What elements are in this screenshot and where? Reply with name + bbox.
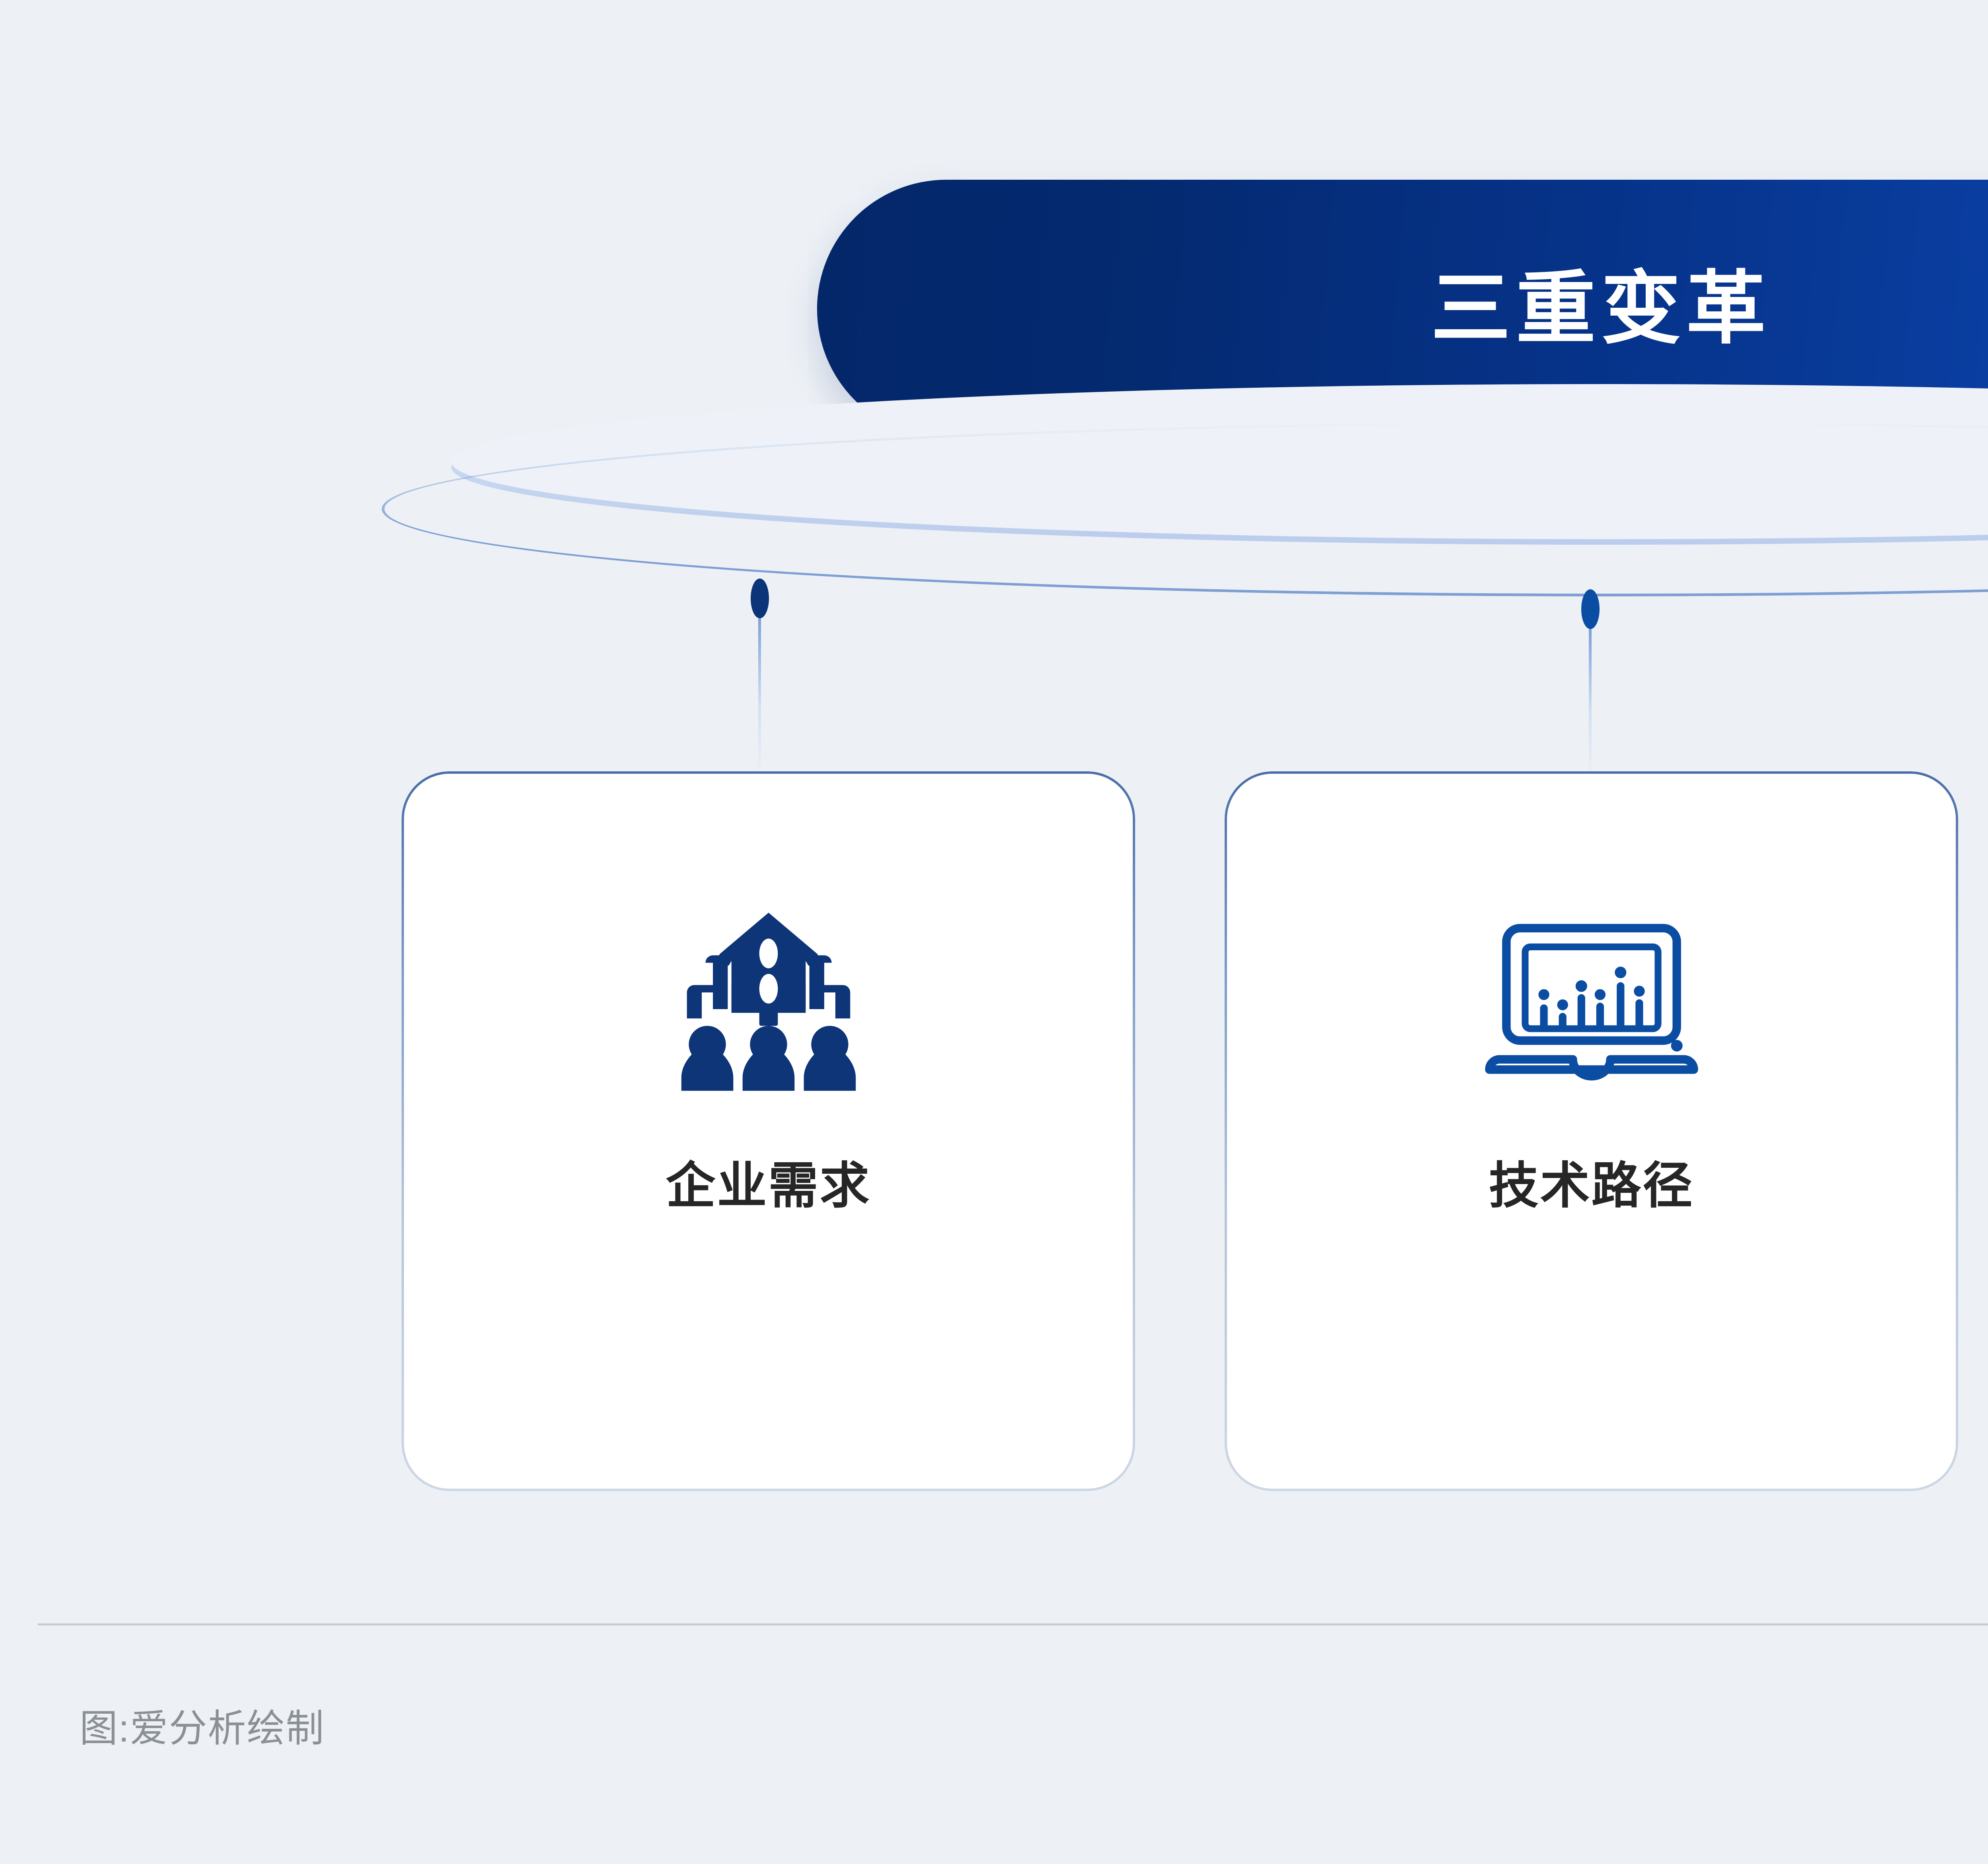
team-rocket-icon [629, 887, 908, 1109]
card-technology-path[interactable]: 技术路径 [1225, 771, 1958, 1491]
laptop-bar-chart-icon [1452, 887, 1731, 1109]
card-label: 技术路径 [1489, 1158, 1694, 1214]
connector-node-1 [751, 579, 769, 618]
connector-line-2 [1589, 629, 1592, 780]
connector-node-2 [1581, 589, 1600, 629]
card-label: 企业需求 [666, 1158, 871, 1214]
card-row: 企业需求 [0, 771, 1988, 1515]
footer-divider [38, 1623, 1988, 1625]
footer-source-note: 图:爱分析绘制 [80, 1707, 325, 1750]
platform-ellipse [382, 384, 1988, 612]
connector-line-1 [758, 618, 761, 777]
card-enterprise-demand[interactable]: 企业需求 [402, 771, 1135, 1491]
page-title: 三重变革 [1431, 264, 1771, 353]
